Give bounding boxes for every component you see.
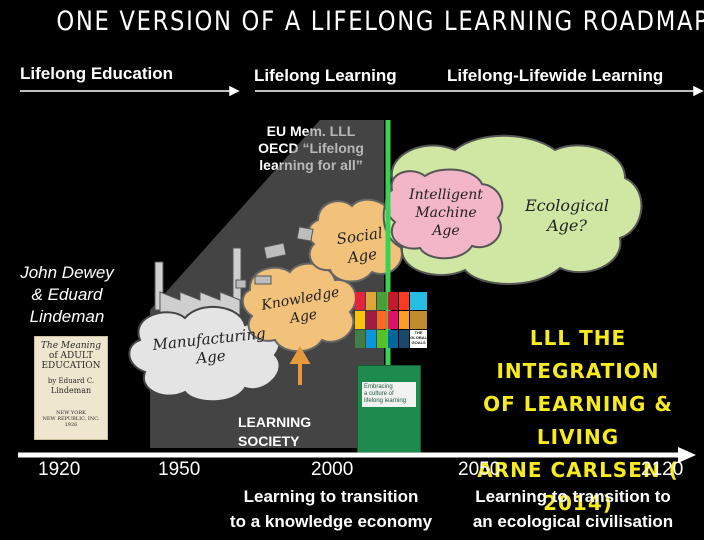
book-title-line-2: of ADULT: [48, 351, 94, 361]
era-arrows: [20, 85, 704, 97]
learning-society-line-1: LEARNING: [238, 414, 312, 430]
book-cover-image: The Meaning of ADULT EDUCATION by Eduard…: [34, 336, 108, 440]
knowledge-cloud-shape: [241, 262, 357, 353]
era-lifelong-education: Lifelong Education: [20, 64, 173, 83]
outcome-knowledge-economy: Learning to transition to a knowledge ec…: [206, 484, 456, 534]
year-2000: 2000: [311, 459, 354, 480]
year-1920: 1920: [38, 459, 81, 480]
report-title: Embracing a culture of lifelong learning: [362, 382, 416, 407]
era-arrow-education: [20, 85, 240, 97]
learning-society-label: LEARNING SOCIETY: [238, 413, 342, 451]
device-doodles: [235, 226, 314, 289]
report-cover-image: Embracing a culture of lifelong learning: [357, 365, 421, 453]
people-label: John Dewey & Eduard Lindeman: [18, 262, 116, 328]
year-1950: 1950: [158, 459, 201, 480]
social-cloud-shape: [307, 198, 408, 283]
intelligent-machine-line-2: Machine: [415, 205, 477, 221]
book-title-line-1: The Meaning: [40, 341, 102, 351]
quote-line-3: ARNE CARLSEN ( 2014): [477, 458, 679, 515]
learning-society-line-2: SOCIETY: [238, 433, 300, 449]
person-line-2: & Eduard: [31, 285, 103, 304]
report-title-line-1: Embracing: [364, 384, 393, 390]
book-publisher-line-2: NEW REPUBLIC, INC.: [42, 416, 100, 422]
era-lifelong-lifewide-learning: Lifelong-Lifewide Learning: [447, 66, 664, 85]
report-title-line-2: a culture of: [364, 391, 394, 397]
intelligent-machine-line-3: Age: [432, 223, 460, 239]
intelligent-machine-cloud-shape: [384, 168, 504, 260]
outcome-knowledge-line-1: Learning to transition: [243, 487, 419, 506]
outcome-ecological-line-2: an ecological civilisation: [472, 512, 674, 531]
book-publisher-line-3: 1926: [64, 422, 78, 428]
ecological-age-line-1: Ecological: [525, 196, 609, 215]
page-title: ONE VERSION OF A LIFELONG LEARNING ROADM…: [56, 6, 704, 37]
manufacturing-cloud-shape: [128, 305, 281, 403]
person-line-3: Lindeman: [29, 307, 105, 326]
timeline-arrow: [18, 447, 696, 463]
intelligent-machine-age-label: Intelligent Machine Age: [398, 186, 494, 240]
person-line-1: John Dewey: [20, 263, 114, 282]
outcome-ecological-line-1: Learning to transition to: [475, 487, 671, 506]
year-2050: 2050: [458, 459, 501, 480]
year-2120: 2120: [641, 459, 684, 480]
quote-line-2: OF LEARNING & LIVING: [483, 392, 673, 449]
quote-line-1: LLL THE INTEGRATION: [496, 326, 660, 383]
intelligent-machine-line-1: Intelligent: [409, 187, 483, 203]
book-author: Lindeman: [50, 386, 92, 395]
sdg-grid-image: THE GLOBAL GOALS: [355, 292, 427, 348]
lll-quote: LLL THE INTEGRATION OF LEARNING & LIVING…: [453, 322, 703, 520]
outcome-knowledge-line-2: to a knowledge economy: [229, 512, 433, 531]
learning-society-arrow: [289, 346, 311, 385]
report-title-line-3: lifelong learning: [364, 398, 407, 404]
book-publisher-line-1: NEW YORK: [56, 410, 86, 416]
ecological-age-label: Ecological Age?: [512, 196, 622, 236]
era-lifelong-learning: Lifelong Learning: [254, 66, 397, 85]
era-arrow-learning: [255, 85, 704, 97]
ecological-age-line-2: Age?: [547, 216, 587, 235]
outcome-ecological-civilisation: Learning to transition to an ecological …: [448, 484, 698, 534]
sdg-label: THE GLOBAL GOALS: [410, 330, 427, 348]
book-title-line-3: EDUCATION: [41, 361, 101, 371]
book-by: by Eduard C.: [47, 377, 95, 385]
